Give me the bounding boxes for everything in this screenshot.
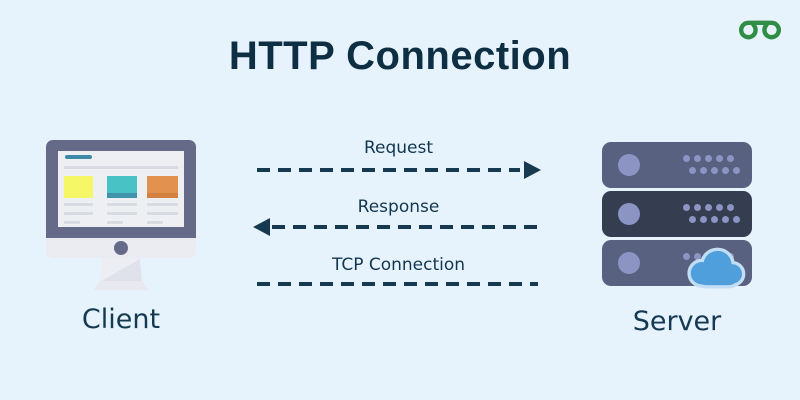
text-line xyxy=(107,221,123,224)
monitor-camera-dot xyxy=(114,241,128,255)
response-dashed-line xyxy=(272,225,540,229)
vent-dots xyxy=(683,204,734,211)
power-led xyxy=(618,252,640,274)
monitor-bezel xyxy=(46,238,196,258)
monitor-stand xyxy=(100,258,142,282)
power-led xyxy=(618,203,640,225)
text-line xyxy=(147,221,163,224)
request-dashed-line xyxy=(257,168,520,172)
vent-dots xyxy=(689,167,740,174)
vent-dots xyxy=(683,155,734,162)
response-label: Response xyxy=(357,197,440,217)
tcp-dashed-line xyxy=(257,282,538,286)
server-label: Server xyxy=(632,306,722,337)
client-label: Client xyxy=(81,304,161,335)
monitor-stand-base xyxy=(94,281,148,290)
tcp-connection-label: TCP Connection xyxy=(331,255,466,275)
vent-dots xyxy=(689,216,740,223)
text-line xyxy=(64,212,93,215)
request-label: Request xyxy=(363,138,434,158)
server-unit xyxy=(602,142,752,188)
arrowhead-right-icon xyxy=(524,161,541,179)
monitor-screen xyxy=(58,151,184,227)
browser-titlebar xyxy=(65,155,92,159)
content-card-teal xyxy=(107,176,137,198)
arrowhead-left-icon xyxy=(253,218,270,236)
screen-divider xyxy=(64,166,178,169)
text-line xyxy=(64,221,80,224)
content-card-orange xyxy=(147,176,178,198)
server-unit xyxy=(602,191,752,237)
text-line xyxy=(107,212,137,215)
text-line xyxy=(107,203,137,206)
content-card-yellow xyxy=(64,176,93,198)
cloud-icon xyxy=(676,242,756,294)
client-computer-icon xyxy=(46,140,196,238)
geeksforgeeks-logo-icon xyxy=(736,18,784,42)
page-title: HTTP Connection xyxy=(228,34,572,78)
text-line xyxy=(147,203,178,206)
text-line xyxy=(64,203,93,206)
power-led xyxy=(618,154,640,176)
text-line xyxy=(147,212,178,215)
